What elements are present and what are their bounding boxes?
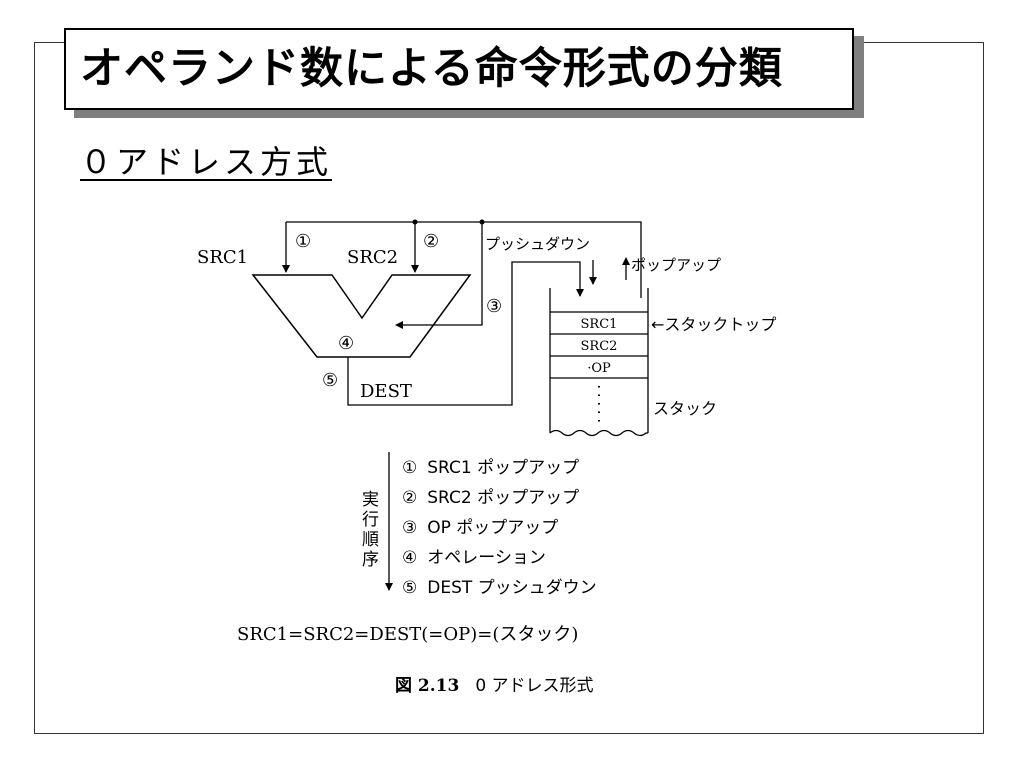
slide-subtitle: ０アドレス方式 (80, 143, 333, 181)
step-number: ① (402, 458, 417, 478)
step-1: ① SRC1 ポップアップ (402, 458, 579, 478)
push-down-label: プッシュダウン (485, 235, 590, 253)
op-line (395, 222, 483, 329)
top-bus-line (286, 221, 642, 298)
marker-5: ⑤ (322, 370, 338, 391)
step-text: オペレーション (427, 548, 546, 568)
step-text: SRC2 ポップアップ (427, 488, 579, 508)
step-list: ① SRC1 ポップアップ ② SRC2 ポップアップ ③ OP ポップアップ ④ オペ… (402, 458, 597, 598)
bus-lines (282, 221, 642, 406)
slide-title: オペランド数による命令形式の分類 (80, 44, 783, 94)
stack-cell-label: SRC2 (581, 339, 618, 354)
alu-unit (251, 274, 472, 358)
step-text: DEST プッシュダウン (427, 578, 596, 598)
dest-label: DEST (360, 381, 412, 402)
pop-up-label: ポップアップ (631, 256, 721, 274)
marker-2: ② (423, 231, 439, 252)
order-label-char: 行 (362, 510, 379, 530)
junction-dot (479, 219, 485, 225)
stack (549, 288, 649, 437)
order-label-char: 実 (362, 490, 379, 510)
caption-number: 図 2.13 (395, 676, 459, 696)
stack-top-label: ←スタックトップ (651, 315, 776, 334)
step-2: ② SRC2 ポップアップ (402, 488, 579, 508)
stack-cell-label: SRC1 (581, 317, 618, 332)
step-4: ④ オペレーション (402, 548, 546, 568)
src2-label: SRC2 (347, 247, 398, 268)
step-text: OP ポップアップ (427, 518, 558, 538)
step-number: ② (402, 488, 417, 508)
stack-label: スタック (653, 399, 717, 418)
stack-cell-label: ·OP (587, 361, 611, 376)
step-number: ③ (402, 518, 417, 538)
junction-dot (412, 219, 418, 225)
caption-text: 0 アドレス形式 (475, 676, 593, 696)
stack-wavy-bottom (549, 429, 648, 437)
src1-label: SRC1 (197, 247, 248, 268)
equation: SRC1=SRC2=DEST(=OP)=(スタック) (237, 624, 578, 645)
figure-caption: 図 2.13 0 アドレス形式 (395, 676, 594, 696)
step-number: ④ (402, 548, 417, 568)
step-3: ③ OP ポップアップ (402, 518, 558, 538)
step-5: ⑤ DEST プッシュダウン (402, 578, 597, 598)
dest-line (347, 261, 584, 406)
alu-shape (251, 274, 472, 358)
marker-3: ③ (486, 296, 502, 317)
execution-order-label: 実 行 順 序 (362, 452, 393, 591)
marker-1: ① (295, 231, 311, 252)
order-label-char: 序 (362, 550, 379, 570)
title-box (64, 28, 854, 110)
marker-4: ④ (338, 333, 354, 354)
bus-junctions (412, 219, 485, 225)
order-label-char: 順 (362, 530, 379, 550)
stack-cell-labels: SRC1 SRC2 ·OP (581, 317, 618, 376)
step-text: SRC1 ポップアップ (427, 458, 579, 478)
step-number: ⑤ (402, 578, 417, 598)
